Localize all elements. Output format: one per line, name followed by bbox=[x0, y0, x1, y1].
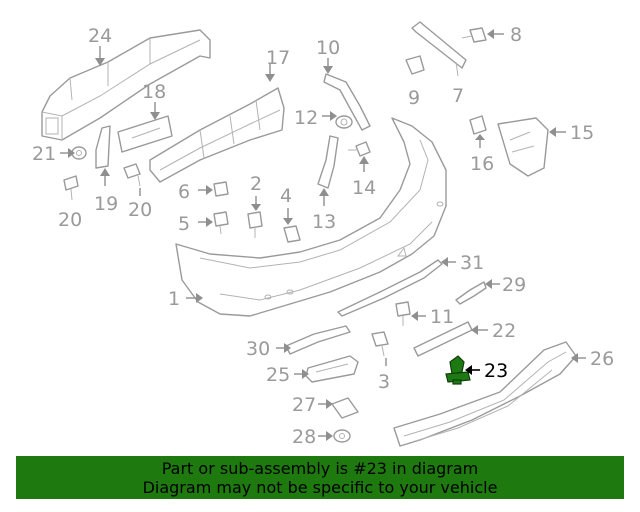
notice-banner: Part or sub-assembly is #23 in diagram D… bbox=[16, 456, 624, 499]
callout-25: 25 bbox=[266, 364, 290, 386]
part-3-bolt bbox=[371, 331, 389, 357]
part-1-bumper-cover bbox=[175, 117, 447, 317]
part-14-bolt bbox=[348, 141, 371, 157]
callout-31: 31 bbox=[460, 252, 484, 274]
callout-20-right: 20 bbox=[128, 199, 152, 221]
part-20-bolt-left bbox=[63, 175, 79, 201]
callout-18: 18 bbox=[142, 81, 166, 103]
callout-26: 26 bbox=[590, 348, 614, 370]
part-30-garnish bbox=[285, 325, 351, 355]
callout-5: 5 bbox=[178, 213, 190, 235]
part-5-bolt bbox=[213, 211, 229, 235]
callout-23-highlighted: 23 bbox=[484, 360, 508, 382]
part-12-nut bbox=[335, 115, 353, 129]
callout-30: 30 bbox=[246, 338, 270, 360]
part-17-energy-absorber bbox=[149, 87, 285, 183]
part-20-bolt-right bbox=[123, 163, 141, 187]
callout-6: 6 bbox=[178, 181, 190, 203]
callout-29: 29 bbox=[502, 274, 526, 296]
part-31-molding bbox=[337, 259, 443, 317]
part-7-bracket bbox=[411, 21, 467, 77]
part-2-bolt bbox=[247, 211, 263, 238]
callout-17: 17 bbox=[266, 47, 290, 69]
part-29-bracket bbox=[455, 281, 487, 305]
part-6-nut bbox=[213, 181, 229, 197]
banner-line-2: Diagram may not be specific to your vehi… bbox=[142, 478, 498, 497]
callout-1: 1 bbox=[168, 288, 180, 310]
callout-14: 14 bbox=[352, 177, 376, 199]
callout-13: 13 bbox=[312, 211, 336, 233]
callout-24: 24 bbox=[88, 25, 112, 47]
banner-line-1: Part or sub-assembly is #23 in diagram bbox=[161, 459, 479, 478]
callout-27: 27 bbox=[292, 394, 316, 416]
part-19-side-bracket bbox=[95, 125, 111, 169]
part-26-scuff-plate bbox=[393, 341, 577, 447]
callout-4: 4 bbox=[280, 185, 292, 207]
part-18-bracket bbox=[117, 115, 173, 153]
part-24-frame-rail bbox=[41, 29, 211, 141]
part-8-bolt bbox=[461, 27, 487, 43]
callout-21: 21 bbox=[32, 143, 56, 165]
exploded-parts-diagram: 24 18 17 21 19 20 20 10 bbox=[32, 21, 614, 448]
callout-20-left: 20 bbox=[58, 209, 82, 231]
callout-11: 11 bbox=[430, 306, 454, 328]
callout-28: 28 bbox=[292, 426, 316, 448]
part-28-nut bbox=[333, 429, 351, 443]
callout-15: 15 bbox=[570, 122, 594, 144]
callout-16: 16 bbox=[470, 153, 494, 175]
part-10-bracket bbox=[323, 73, 371, 131]
part-15-bracket bbox=[497, 117, 549, 177]
part-11-bolt bbox=[395, 301, 411, 326]
callout-19: 19 bbox=[94, 193, 118, 215]
part-16-push-clip bbox=[469, 115, 487, 135]
callout-7: 7 bbox=[452, 85, 464, 107]
callout-10: 10 bbox=[316, 37, 340, 59]
callout-9: 9 bbox=[408, 87, 420, 109]
callout-3: 3 bbox=[378, 371, 390, 393]
callout-22: 22 bbox=[492, 320, 516, 342]
part-25-reflector bbox=[305, 355, 359, 383]
callout-12: 12 bbox=[294, 107, 318, 129]
part-27-bracket bbox=[331, 397, 359, 419]
part-13-bracket bbox=[317, 135, 339, 189]
part-23-bolt-highlighted bbox=[445, 355, 471, 385]
callout-8: 8 bbox=[510, 24, 522, 46]
part-9-nut bbox=[405, 55, 425, 75]
callout-2: 2 bbox=[250, 173, 262, 195]
part-4-nut bbox=[283, 225, 301, 243]
